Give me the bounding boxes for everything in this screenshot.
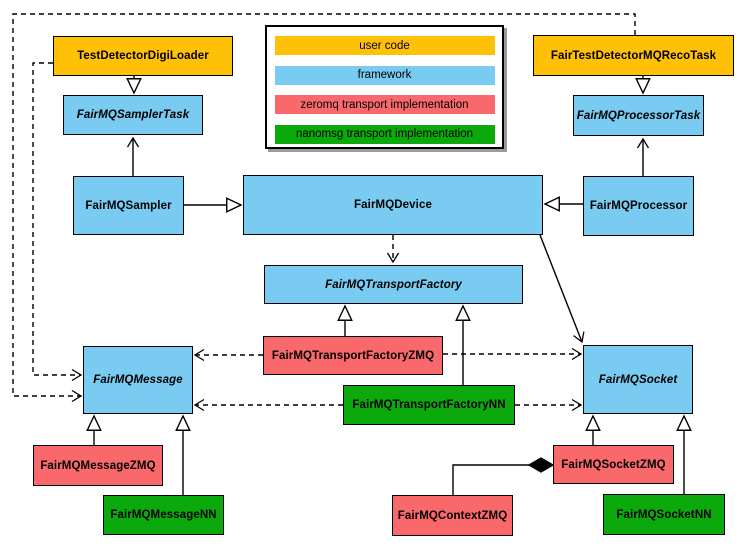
legend-item-framework: framework [274, 65, 495, 85]
node-fairmqtransportfactorynn: FairMQTransportFactoryNN [343, 385, 515, 425]
node-testdetectordigiloader: TestDetectorDigiLoader [53, 36, 233, 76]
node-fairmqsocketzmq: FairMQSocketZMQ [553, 445, 674, 484]
composition-socketzmq-contextzmq-line [452, 464, 529, 495]
legend-item-zeromq: zeromq transport implementation [274, 95, 495, 114]
node-fairmqsocketnn: FairMQSocketNN [603, 494, 725, 535]
dependency-recotask-message [12, 13, 636, 403]
legend-item-nanomsg: nanomsg transport implementation [274, 124, 495, 144]
node-fairmqtransportfactoryzmq: FairMQTransportFactoryZMQ [263, 336, 443, 375]
node-fairmqmessagezmq: FairMQMessageZMQ [33, 445, 163, 486]
node-fairmqmessage: FairMQMessage [83, 346, 193, 414]
node-fairmqprocessor: FairMQProcessor [583, 176, 694, 236]
legend-item-user-code: user code [274, 36, 495, 55]
node-fairtestdetectormqrecotask: FairTestDetectorMQRecoTask [533, 35, 734, 76]
node-fairmqmessagenn: FairMQMessageNN [103, 495, 224, 535]
composition-diamond [527, 457, 555, 473]
legend-box: user code framework zeromq transport imp… [265, 25, 504, 149]
dependency-digiloader-message [32, 62, 83, 382]
node-fairmqdevice: FairMQDevice [243, 175, 543, 235]
node-fairmqsamplertask: FairMQSamplerTask [63, 95, 203, 135]
node-fairmqcontextzmq: FairMQContextZMQ [392, 495, 513, 536]
node-fairmqtransportfactory: FairMQTransportFactory [264, 265, 523, 304]
node-fairmqsocket: FairMQSocket [583, 345, 693, 414]
node-fairmqsampler: FairMQSampler [73, 176, 184, 235]
node-fairmqprocessortask: FairMQProcessorTask [573, 95, 704, 136]
association-device-socket [539, 234, 585, 344]
